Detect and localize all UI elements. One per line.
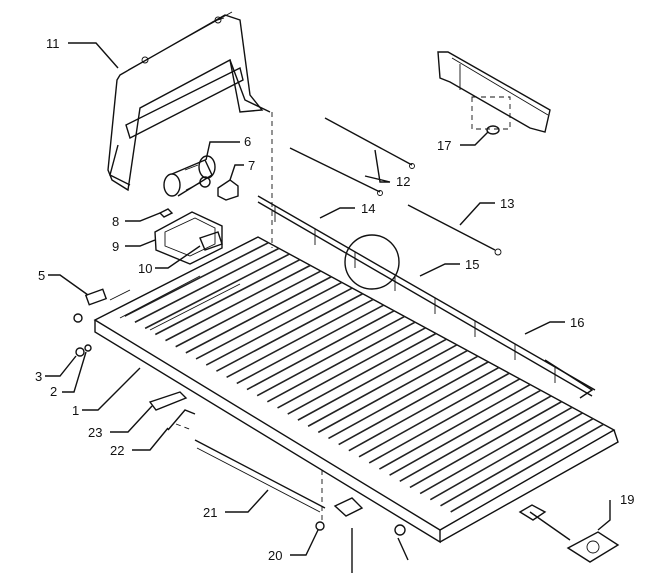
deck-slat	[297, 338, 447, 421]
deck-slat	[429, 412, 583, 501]
deck-slat	[236, 304, 385, 385]
deck-slat	[409, 400, 563, 489]
winch-mount	[154, 211, 223, 265]
callout-22: 22	[110, 443, 124, 458]
deck-slat	[144, 253, 290, 330]
deck-slat	[277, 327, 426, 409]
deck-slat	[256, 315, 405, 397]
callout-5: 5	[38, 268, 45, 283]
deck-slat	[307, 344, 458, 427]
deck-slat	[389, 389, 542, 476]
deck-slat	[338, 361, 489, 446]
right-side-rail	[544, 359, 594, 399]
callout-20: 20	[268, 548, 282, 563]
callout-6: 6	[244, 134, 251, 149]
deck-slat	[124, 241, 269, 317]
deck-slat	[348, 366, 500, 452]
callout-12: 12	[396, 174, 410, 189]
deck-slat	[399, 395, 552, 482]
callout-14: 14	[361, 201, 375, 216]
deck-slat	[216, 293, 364, 372]
deck-slat	[328, 355, 479, 440]
deck-slat	[165, 264, 311, 342]
flatbed-deck	[93, 236, 619, 544]
deck-slat	[266, 321, 416, 403]
deck-slat	[195, 281, 343, 360]
callout-16: 16	[570, 315, 584, 330]
deck-slat	[205, 287, 353, 366]
callout-1: 1	[72, 403, 79, 418]
deck-slat	[379, 383, 531, 470]
callout-9: 9	[112, 239, 119, 254]
ramp-parts	[148, 391, 326, 513]
detail-circle	[344, 234, 400, 290]
assembly-axis-line	[271, 112, 323, 520]
leader-lines	[45, 42, 611, 573]
deck-slat	[358, 372, 510, 458]
deck-slat	[175, 270, 322, 348]
deck-slat	[154, 258, 301, 336]
callout-10: 10	[138, 261, 152, 276]
deck-slat	[450, 423, 604, 513]
left-side-rail	[257, 195, 596, 397]
winch-bracket	[217, 179, 239, 201]
deck-slat	[368, 378, 521, 464]
callout-3: 3	[35, 369, 42, 384]
deck-slat	[134, 247, 280, 323]
small-plate	[158, 208, 174, 218]
callout-21: 21	[203, 505, 217, 520]
callout-7: 7	[248, 158, 255, 173]
deck-slat	[419, 406, 573, 495]
deck-slat	[226, 298, 374, 379]
rear-fixture	[437, 51, 551, 135]
headache-rack	[107, 11, 271, 192]
detail-leader	[175, 423, 193, 431]
callout-13: 13	[500, 196, 514, 211]
cables	[289, 117, 502, 256]
deck-slats	[124, 241, 604, 513]
hardware-bits	[73, 288, 620, 563]
deck-slat	[317, 349, 468, 434]
callout-17: 17	[437, 138, 451, 153]
callout-8: 8	[112, 214, 119, 229]
callout-15: 15	[465, 257, 479, 272]
deck-slat	[287, 332, 437, 415]
deck-slat	[440, 417, 594, 507]
callout-23: 23	[88, 425, 102, 440]
callout-labels: 1 2 3 5 6 7 8 9 10 11 12 13 14 15 16 17 …	[35, 36, 634, 563]
deck-slat	[185, 276, 332, 354]
deck-slat	[246, 310, 395, 391]
callout-2: 2	[50, 384, 57, 399]
callout-11: 11	[46, 36, 60, 51]
callout-19: 19	[620, 492, 634, 507]
winch	[163, 155, 216, 197]
